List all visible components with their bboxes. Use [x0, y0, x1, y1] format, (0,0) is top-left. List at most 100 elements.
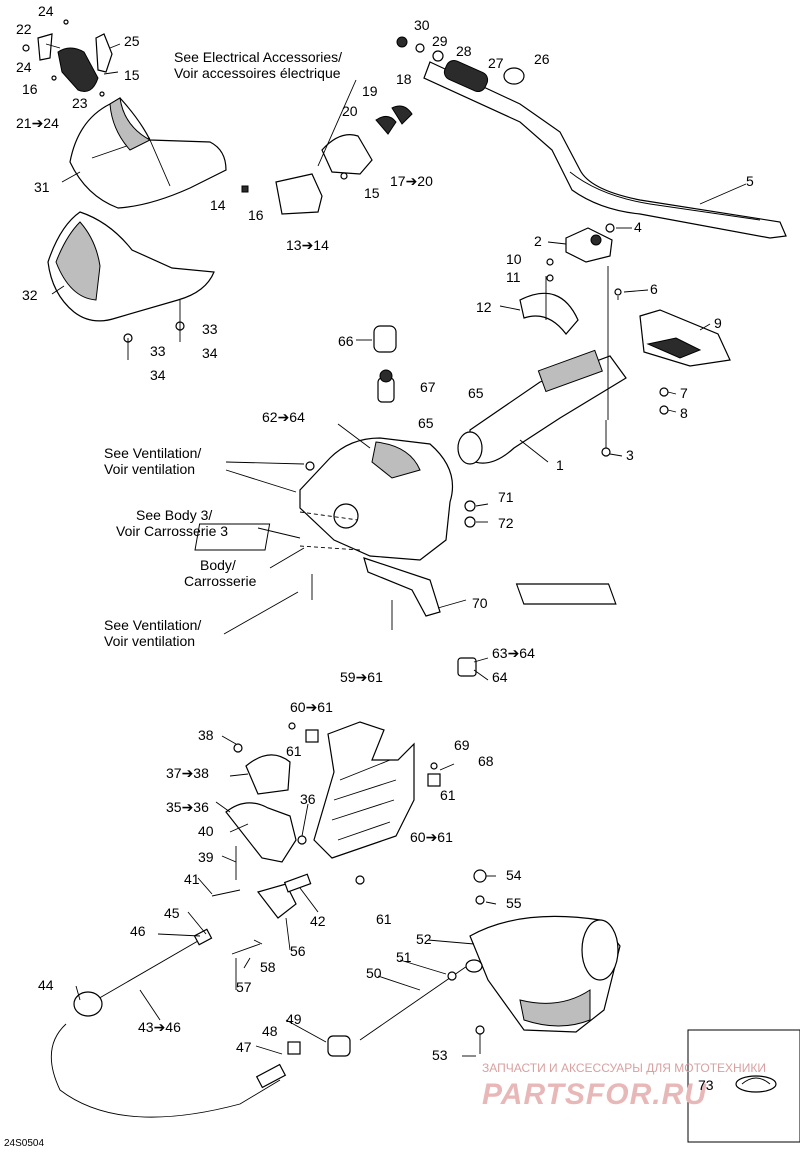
callout-40: 40	[198, 823, 214, 839]
callout-51: 51	[396, 949, 412, 965]
callout-53: 53	[432, 1047, 448, 1063]
callout-61-b: 61	[440, 787, 456, 803]
callout-56: 56	[290, 943, 306, 959]
callout-57: 57	[236, 979, 252, 995]
callout-22: 22	[16, 21, 32, 37]
callout-46: 46	[130, 923, 146, 939]
mirror-bracket-parts	[22, 19, 113, 97]
watermark-top: ЗАПЧАСТИ И АКСЕССУАРЫ ДЛЯ МОТОТЕХНИКИ	[482, 1061, 766, 1075]
callout-24-b: 24	[16, 59, 32, 75]
callout-35-36: 35➔36	[166, 799, 209, 815]
callout-65-b: 65	[418, 415, 434, 431]
callout-19: 19	[362, 83, 378, 99]
callout-8: 8	[680, 405, 688, 421]
callout-45: 45	[164, 905, 180, 921]
callout-52: 52	[416, 931, 432, 947]
steering-housing	[299, 437, 617, 677]
callout-32: 32	[22, 287, 38, 303]
callout-47: 47	[236, 1039, 252, 1055]
callout-48: 48	[262, 1023, 278, 1039]
callout-42: 42	[310, 913, 326, 929]
callout-6: 6	[650, 281, 658, 297]
callout-39: 39	[198, 849, 214, 865]
callout-44: 44	[38, 977, 54, 993]
callout-73: 73	[698, 1077, 714, 1093]
callout-41: 41	[184, 871, 200, 887]
ref-electrical-line1: See Electrical Accessories/	[174, 49, 342, 65]
callout-43-46: 43➔46	[138, 1019, 181, 1035]
ref-ventilation2-line2: Voir ventilation	[104, 633, 195, 649]
callout-49: 49	[286, 1011, 302, 1027]
callout-23: 23	[72, 95, 88, 111]
watermark-main: PARTSFOR.RU	[482, 1078, 707, 1111]
switch-housing	[241, 105, 413, 215]
callout-61-c: 61	[376, 911, 392, 927]
callout-4: 4	[634, 219, 642, 235]
nozzle	[469, 869, 621, 1054]
callout-36: 36	[300, 791, 316, 807]
callout-24-a: 24	[38, 3, 54, 19]
ref-ventilation1-line2: Voir ventilation	[104, 461, 195, 477]
ref-ventilation1-line1: See Ventilation/	[104, 445, 201, 461]
callout-60-61-b: 60➔61	[410, 829, 453, 845]
callout-18: 18	[396, 71, 412, 87]
callout-65-a: 65	[468, 385, 484, 401]
callout-20: 20	[342, 103, 358, 119]
callout-5: 5	[746, 173, 754, 189]
callout-68: 68	[478, 753, 494, 769]
clamp-assembly	[211, 743, 312, 919]
ref-ventilation2-line1: See Ventilation/	[104, 617, 201, 633]
callout-33-b: 33	[150, 343, 166, 359]
leader-lines	[45, 43, 747, 1057]
callout-38: 38	[198, 727, 214, 743]
steering-cover-upper	[69, 97, 227, 209]
callout-15-a: 15	[124, 67, 140, 83]
callout-15-b: 15	[364, 185, 380, 201]
callout-50: 50	[366, 965, 382, 981]
callout-69: 69	[454, 737, 470, 753]
steering-plate	[288, 721, 441, 885]
callout-54: 54	[506, 867, 522, 883]
callout-72: 72	[498, 515, 514, 531]
callout-25: 25	[124, 33, 140, 49]
callout-34-b: 34	[150, 367, 166, 383]
callout-27: 27	[488, 55, 504, 71]
callout-61-a: 61	[286, 743, 302, 759]
callout-26: 26	[534, 51, 550, 67]
callout-3: 3	[626, 447, 634, 463]
steering-cover-lower	[47, 211, 215, 360]
callout-16-b: 16	[248, 207, 264, 223]
callout-29: 29	[432, 33, 448, 49]
callout-64: 64	[492, 669, 508, 685]
diagram-code: 24S0504	[4, 1138, 44, 1149]
callout-71: 71	[498, 489, 514, 505]
steering-cable	[50, 928, 483, 1118]
callouts: 24 22 25 24 15 16 23 21➔24 31 32 33 33 3…	[16, 3, 754, 1093]
ref-body-line1: Body/	[200, 557, 236, 573]
steering-support	[457, 223, 731, 465]
callout-62-64: 62➔64	[262, 409, 305, 425]
callout-66: 66	[338, 333, 354, 349]
callout-13-14: 13➔14	[286, 237, 329, 253]
callout-33-a: 33	[202, 321, 218, 337]
callout-34-a: 34	[202, 345, 218, 361]
callout-37-38: 37➔38	[166, 765, 209, 781]
callout-58: 58	[260, 959, 276, 975]
callout-10: 10	[506, 251, 522, 267]
ref-body3-line1: See Body 3/	[136, 507, 212, 523]
callout-55: 55	[506, 895, 522, 911]
callout-2: 2	[534, 233, 542, 249]
callout-14: 14	[210, 197, 226, 213]
callout-17-20: 17➔20	[390, 173, 433, 189]
callout-67: 67	[420, 379, 436, 395]
callout-16-a: 16	[22, 81, 38, 97]
ref-electrical-line2: Voir accessoires électrique	[174, 65, 341, 81]
callout-9: 9	[714, 315, 722, 331]
callout-11: 11	[506, 269, 521, 285]
ref-body-line2: Carrosserie	[184, 573, 257, 589]
callout-12: 12	[476, 299, 492, 315]
callout-28: 28	[456, 43, 472, 59]
callout-70: 70	[472, 595, 488, 611]
callout-7: 7	[680, 385, 688, 401]
